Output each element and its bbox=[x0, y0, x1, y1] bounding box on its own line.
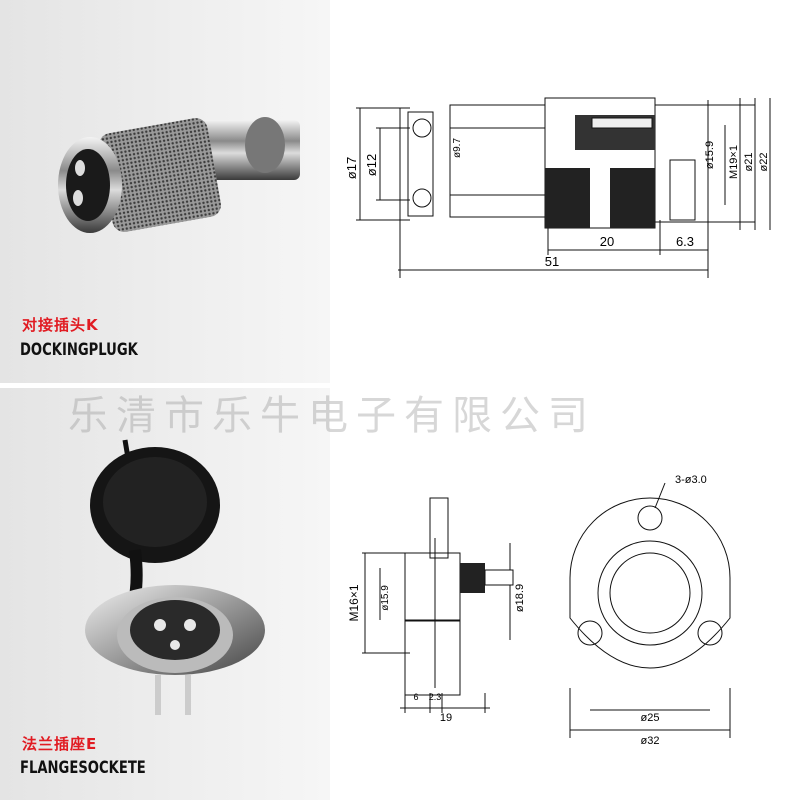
docking-plug-photo bbox=[58, 117, 300, 233]
socket-en-label: FLANGESOCKETE bbox=[20, 758, 146, 778]
dim-d32: ø32 bbox=[641, 735, 660, 747]
dim-19: 19 bbox=[440, 712, 452, 724]
company-watermark: 乐清市乐牛电子有限公司 bbox=[68, 393, 596, 439]
plug-en-label: DOCKINGPLUGK bbox=[20, 340, 138, 360]
dim-d18-9: ø18.9 bbox=[514, 584, 526, 612]
dim-6: 6 bbox=[413, 692, 418, 702]
dim-d17: ø17 bbox=[344, 157, 359, 179]
plug-cn-label: 对接插头K bbox=[22, 316, 99, 334]
plug-technical-drawing: ø17 ø12 ø9.7 ø15.9 M19×1 ø21 ø22 20 6.3 … bbox=[344, 97, 771, 278]
socket-cn-label: 法兰插座E bbox=[22, 735, 98, 753]
dim-d15-9-socket: ø15.9 bbox=[380, 585, 391, 611]
dim-m16: M16×1 bbox=[347, 584, 361, 621]
socket-front-drawing: 3-ø3.0 ø25 ø32 bbox=[569, 474, 731, 747]
flange-socket-photo bbox=[85, 439, 265, 715]
dim-d12: ø12 bbox=[364, 154, 379, 176]
dim-20: 20 bbox=[600, 234, 614, 249]
dim-d21: ø21 bbox=[743, 153, 755, 172]
dim-2-3: 2.3 bbox=[429, 692, 442, 702]
dim-6-3: 6.3 bbox=[676, 234, 694, 249]
dim-51: 51 bbox=[545, 254, 559, 269]
section-divider bbox=[0, 383, 800, 388]
dim-d15-9: ø15.9 bbox=[704, 141, 716, 169]
dim-holes: 3-ø3.0 bbox=[675, 474, 707, 486]
dim-m19: M19×1 bbox=[728, 145, 740, 179]
dim-d9-7: ø9.7 bbox=[452, 138, 463, 158]
socket-side-drawing: M16×1 ø15.9 ø18.9 6 2.3 19 bbox=[347, 497, 526, 724]
dim-d25: ø25 bbox=[641, 712, 660, 724]
dim-d22: ø22 bbox=[758, 153, 770, 172]
